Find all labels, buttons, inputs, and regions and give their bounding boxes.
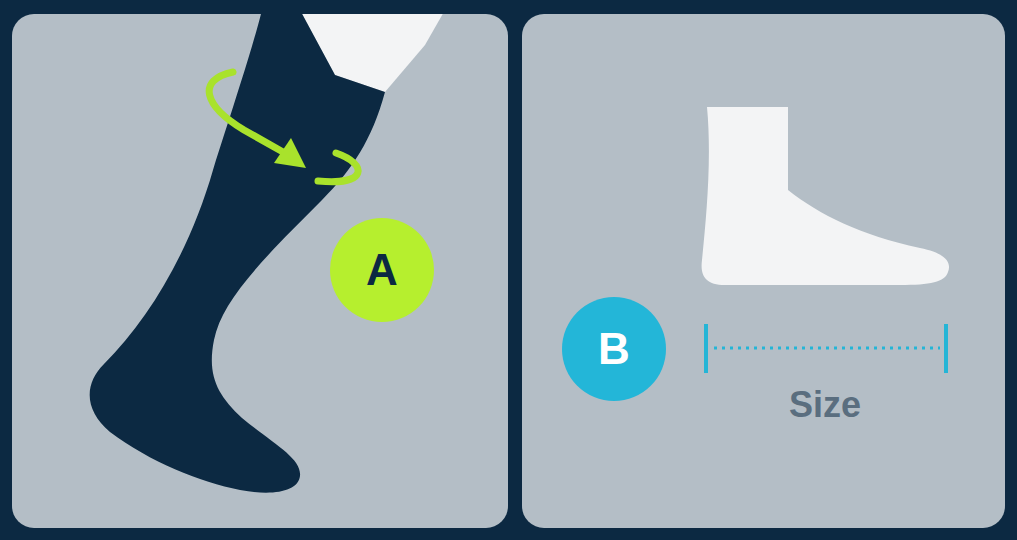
- callout-circle: B: [562, 297, 666, 401]
- dimension-label: Size: [789, 387, 861, 423]
- foot: [702, 107, 949, 285]
- measure-arrow: [318, 153, 358, 182]
- dimension-tick: [944, 324, 948, 373]
- callout-circle: A: [330, 218, 434, 322]
- divider: [512, 0, 518, 540]
- circle-fill: [562, 297, 666, 401]
- callout-letter: A: [330, 218, 434, 322]
- arrow-head: [274, 138, 306, 168]
- callout-letter: B: [562, 297, 666, 401]
- dimension-line: [714, 347, 940, 350]
- right-panel: [522, 14, 1005, 528]
- measure-arrow: [209, 72, 283, 152]
- dimension-tick: [704, 324, 708, 373]
- circle-fill: [330, 218, 434, 322]
